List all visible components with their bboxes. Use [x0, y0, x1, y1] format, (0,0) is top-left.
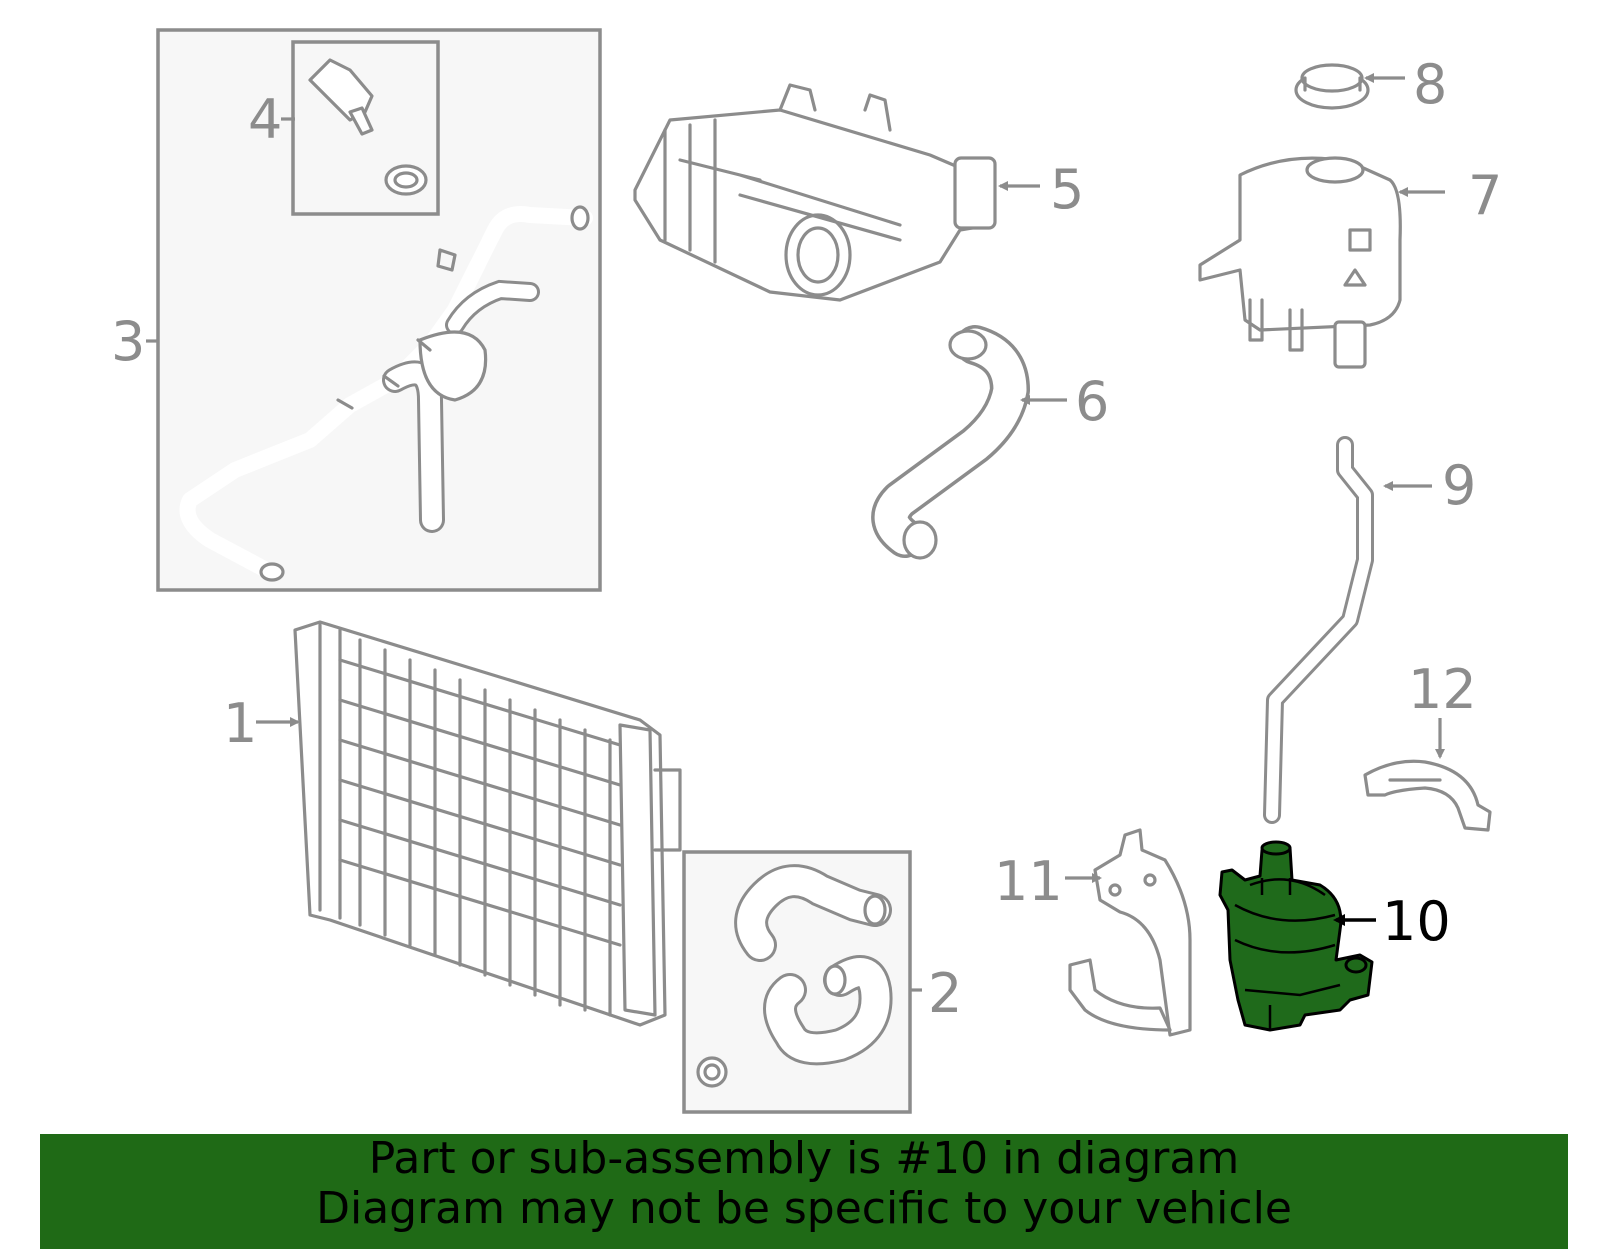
- callout-2: 2: [910, 962, 962, 1025]
- callout-11: 11: [994, 850, 1102, 913]
- callout-7-label: 7: [1468, 164, 1502, 227]
- callout-11-label: 11: [994, 850, 1063, 913]
- part-10-water-pump: [1218, 840, 1374, 1032]
- callout-7: 7: [1398, 164, 1502, 227]
- part-6-hose: [871, 325, 1030, 560]
- part-1-radiator: [293, 620, 682, 1027]
- part-7-reservoir: [1198, 156, 1402, 369]
- part-8-cap: [1294, 63, 1370, 110]
- callout-3-label: 3: [111, 310, 145, 373]
- callout-9-label: 9: [1442, 454, 1476, 517]
- callout-3: 3: [111, 310, 158, 373]
- callout-5-label: 5: [1050, 158, 1084, 221]
- callout-6-label: 6: [1075, 370, 1109, 433]
- part-5-charge-air-cooler: [633, 83, 997, 302]
- part-2-hose-kit: [682, 850, 912, 1114]
- callout-12: 12: [1408, 658, 1477, 759]
- callout-4-label: 4: [248, 88, 282, 151]
- info-banner: Part or sub-assembly is #10 in diagram D…: [40, 1134, 1568, 1249]
- part-12-bracket: [1363, 759, 1492, 832]
- callout-9: 9: [1383, 454, 1476, 517]
- banner-line-1: Part or sub-assembly is #10 in diagram: [368, 1133, 1240, 1184]
- callout-5: 5: [998, 158, 1084, 221]
- callout-8: 8: [1364, 53, 1447, 116]
- callout-1-label: 1: [223, 692, 257, 755]
- part-9-pipe: [1263, 436, 1374, 824]
- part-11-bracket: [1068, 828, 1192, 1037]
- callout-10: 10: [1333, 890, 1451, 953]
- callout-4: 4: [248, 88, 295, 151]
- callout-1: 1: [223, 692, 300, 755]
- callout-2-label: 2: [928, 962, 962, 1025]
- callout-8-label: 8: [1413, 53, 1447, 116]
- callout-12-label: 12: [1408, 658, 1477, 721]
- callout-10-label: 10: [1382, 890, 1451, 953]
- part-4-sensor: [291, 40, 440, 216]
- banner-line-2: Diagram may not be specific to your vehi…: [316, 1183, 1292, 1234]
- callout-6: 6: [1020, 370, 1109, 433]
